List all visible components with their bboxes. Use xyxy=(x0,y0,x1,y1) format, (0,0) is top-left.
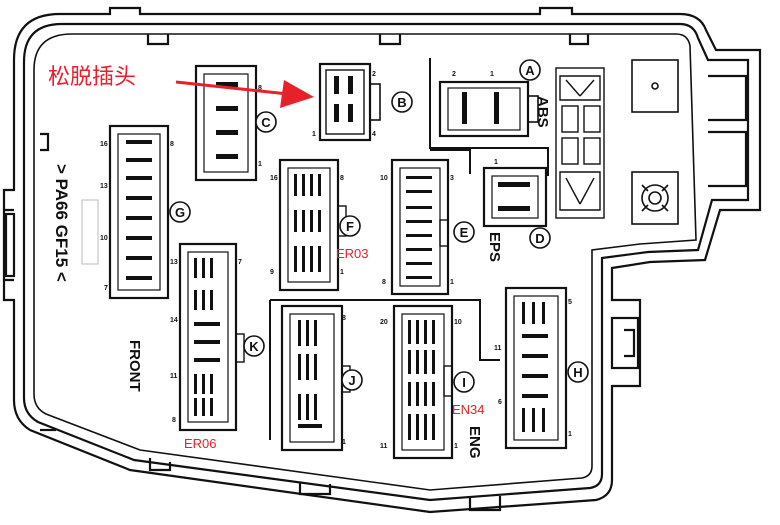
circle-g: G xyxy=(169,201,191,223)
pin-label: 2 xyxy=(372,71,376,78)
pin-label: 7 xyxy=(104,285,108,292)
divider-lines xyxy=(269,58,549,440)
circle-letter: B xyxy=(397,95,406,110)
connector-h: 5 11 1 6 xyxy=(494,286,572,450)
pin-label: 16 xyxy=(270,175,278,182)
pin-label: 4 xyxy=(372,131,376,138)
circle-a: A xyxy=(519,59,541,81)
pin-label: 1 xyxy=(454,443,458,450)
section-label-abs: ABS xyxy=(534,96,551,128)
pin-label: 11 xyxy=(380,443,388,450)
circle-letter: G xyxy=(175,205,185,220)
circle-letter: E xyxy=(460,225,469,240)
front-label: FRONT xyxy=(126,340,143,392)
circle-b: B xyxy=(391,91,413,113)
annotation-text: 松脱插头 xyxy=(48,65,136,90)
fuse-strip xyxy=(555,67,605,219)
pin-label: 1 xyxy=(340,269,344,276)
connector-i: 20 10 11 1 xyxy=(380,304,462,460)
pin-label: 10 xyxy=(380,175,388,182)
pin-label: 8 xyxy=(340,175,344,182)
pin-label: 8 xyxy=(170,141,174,148)
pin-label: 1 xyxy=(258,161,262,168)
circle-c: C xyxy=(255,111,277,133)
connector-g: 16 8 13 10 7 xyxy=(100,124,174,300)
pin-label: 13 xyxy=(170,259,178,266)
pin-label: 8 xyxy=(172,417,176,424)
circle-letter: C xyxy=(261,115,271,130)
pin-label: 1 xyxy=(494,159,498,166)
connector-j: 8 1 xyxy=(280,304,351,452)
circle-letter: A xyxy=(525,63,535,78)
pin-label: 3 xyxy=(450,175,454,182)
pin-label: 13 xyxy=(100,183,108,190)
circle-letter: H xyxy=(573,365,582,380)
circle-i: I xyxy=(453,371,475,393)
circle-letter: D xyxy=(535,231,544,246)
circle-letter: I xyxy=(462,375,466,390)
circle-letter: F xyxy=(346,219,354,234)
pin-label: 7 xyxy=(238,259,242,266)
circle-d: D xyxy=(529,227,551,249)
pin-label: 1 xyxy=(342,439,346,446)
connector-f: 16 9 8 1 xyxy=(270,158,347,292)
pin-label: 2 xyxy=(452,71,456,78)
label-plate xyxy=(81,199,99,265)
pin-label: 1 xyxy=(312,131,316,138)
connector-c: 8 1 xyxy=(194,64,262,182)
connector-code-er06: ER06 xyxy=(184,436,217,451)
circle-k: K xyxy=(243,335,265,357)
pin-label: 8 xyxy=(342,315,346,322)
right-pads xyxy=(631,59,679,225)
pin-label: 6 xyxy=(498,399,502,406)
connector-b: 2 4 1 xyxy=(312,62,381,142)
pin-label: 16 xyxy=(100,141,108,148)
pin-label: 14 xyxy=(170,317,178,324)
connector-abs: 2 1 xyxy=(438,71,539,138)
circle-h: H xyxy=(567,361,589,383)
housing-outline xyxy=(2,6,762,514)
pin-label: 5 xyxy=(568,299,572,306)
pin-label: 10 xyxy=(454,319,462,326)
pin-label: 1 xyxy=(568,431,572,438)
pin-label: 11 xyxy=(170,373,178,380)
circle-e: E xyxy=(453,221,475,243)
connector-code-en34: EN34 xyxy=(452,402,485,417)
material-label: > PA66 GF15 < xyxy=(52,164,71,282)
pin-label: 8 xyxy=(258,85,262,92)
section-label-eps: EPS xyxy=(486,232,503,262)
pin-label: 8 xyxy=(382,279,386,286)
pin-label: 1 xyxy=(450,279,454,286)
pin-label: 20 xyxy=(380,319,388,326)
connector-d: 1 xyxy=(482,159,548,228)
section-label-eng: ENG xyxy=(466,426,483,459)
circle-f: F xyxy=(339,215,361,237)
connector-code-er03: ER03 xyxy=(336,246,369,261)
pin-label: 9 xyxy=(270,269,274,276)
pin-label: 10 xyxy=(100,235,108,242)
circle-j: J xyxy=(341,369,363,391)
annotation-arrow xyxy=(175,80,314,108)
connector-e: 10 3 1 8 xyxy=(380,158,454,296)
connector-k: 13 7 14 11 8 xyxy=(170,242,245,432)
circle-letter: J xyxy=(348,373,355,388)
pin-label: 11 xyxy=(494,345,502,352)
pin-label: 1 xyxy=(490,71,494,78)
circle-letter: K xyxy=(249,339,259,354)
